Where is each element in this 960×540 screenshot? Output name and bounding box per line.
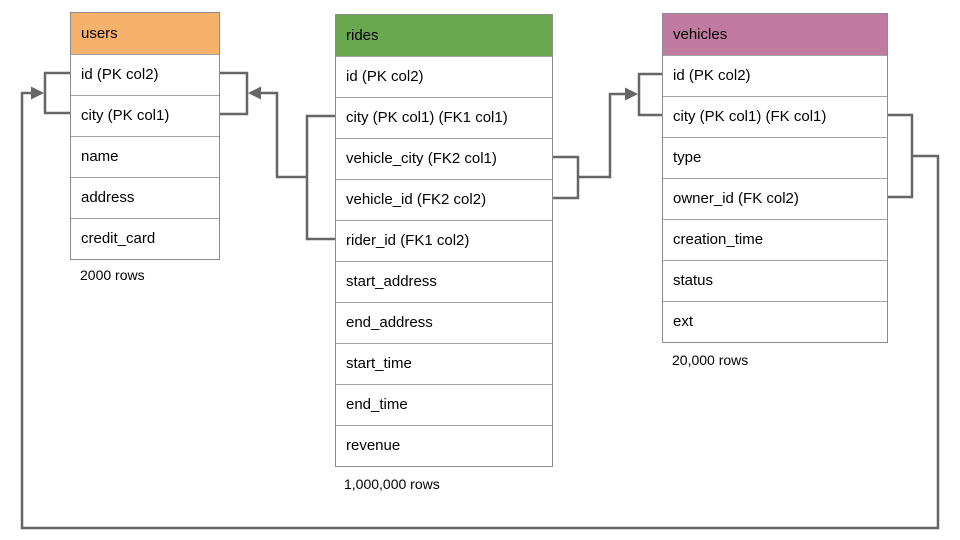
rides-row-city: city (PK col1) (FK1 col1) <box>336 97 552 138</box>
users-row-name: name <box>71 136 219 177</box>
vehicles-row-owner-id: owner_id (FK col2) <box>663 178 887 219</box>
rides-row-id: id (PK col2) <box>336 56 552 97</box>
table-users: users id (PK col2) city (PK col1) name a… <box>70 12 220 260</box>
users-left-bracket <box>43 71 70 115</box>
rides-row-vehicle-city: vehicle_city (FK2 col1) <box>336 138 552 179</box>
arrowhead-into-users-right <box>248 86 261 100</box>
vehicles-to-users-link <box>20 91 940 530</box>
users-row-credit-card: credit_card <box>71 218 219 259</box>
vehicles-row-id: id (PK col2) <box>663 55 887 96</box>
users-row-address: address <box>71 177 219 218</box>
table-rides: rides id (PK col2) city (PK col1) (FK1 c… <box>335 14 553 467</box>
users-right-bracket <box>220 71 249 116</box>
vehicles-row-ext: ext <box>663 301 887 342</box>
vehicles-row-creation-time: creation_time <box>663 219 887 260</box>
arrowhead-into-vehicles-left <box>625 87 638 101</box>
rides-row-count: 1,000,000 rows <box>344 476 440 492</box>
rides-to-vehicles-link <box>578 92 627 179</box>
vehicles-left-bracket <box>637 72 662 117</box>
users-row-id: id (PK col2) <box>71 54 219 95</box>
rides-row-end-address: end_address <box>336 302 552 343</box>
users-row-city: city (PK col1) <box>71 95 219 136</box>
vehicles-row-city: city (PK col1) (FK col1) <box>663 96 887 137</box>
rides-row-end-time: end_time <box>336 384 552 425</box>
vehicles-right-bracket <box>888 113 914 199</box>
arrowhead-into-users-left <box>31 86 44 100</box>
rides-left-bracket <box>305 114 335 241</box>
rides-row-rider-id: rider_id (FK1 col2) <box>336 220 552 261</box>
connector-rides-to-users <box>220 71 335 241</box>
vehicles-row-count: 20,000 rows <box>672 352 749 368</box>
rides-row-start-time: start_time <box>336 343 552 384</box>
vehicles-row-status: status <box>663 260 887 301</box>
vehicles-row-type: type <box>663 137 887 178</box>
rides-row-revenue: revenue <box>336 425 552 466</box>
connector-rides-to-vehicles <box>553 72 662 200</box>
users-row-count: 2000 rows <box>80 267 145 283</box>
table-vehicles-header: vehicles <box>663 14 887 55</box>
rides-row-start-address: start_address <box>336 261 552 302</box>
rides-to-users-link <box>259 91 307 179</box>
connector-vehicles-to-users <box>20 71 940 530</box>
rides-row-vehicle-id: vehicle_id (FK2 col2) <box>336 179 552 220</box>
table-users-header: users <box>71 13 219 54</box>
table-vehicles: vehicles id (PK col2) city (PK col1) (FK… <box>662 13 888 343</box>
table-rides-header: rides <box>336 15 552 56</box>
rides-right-bracket <box>553 155 580 200</box>
